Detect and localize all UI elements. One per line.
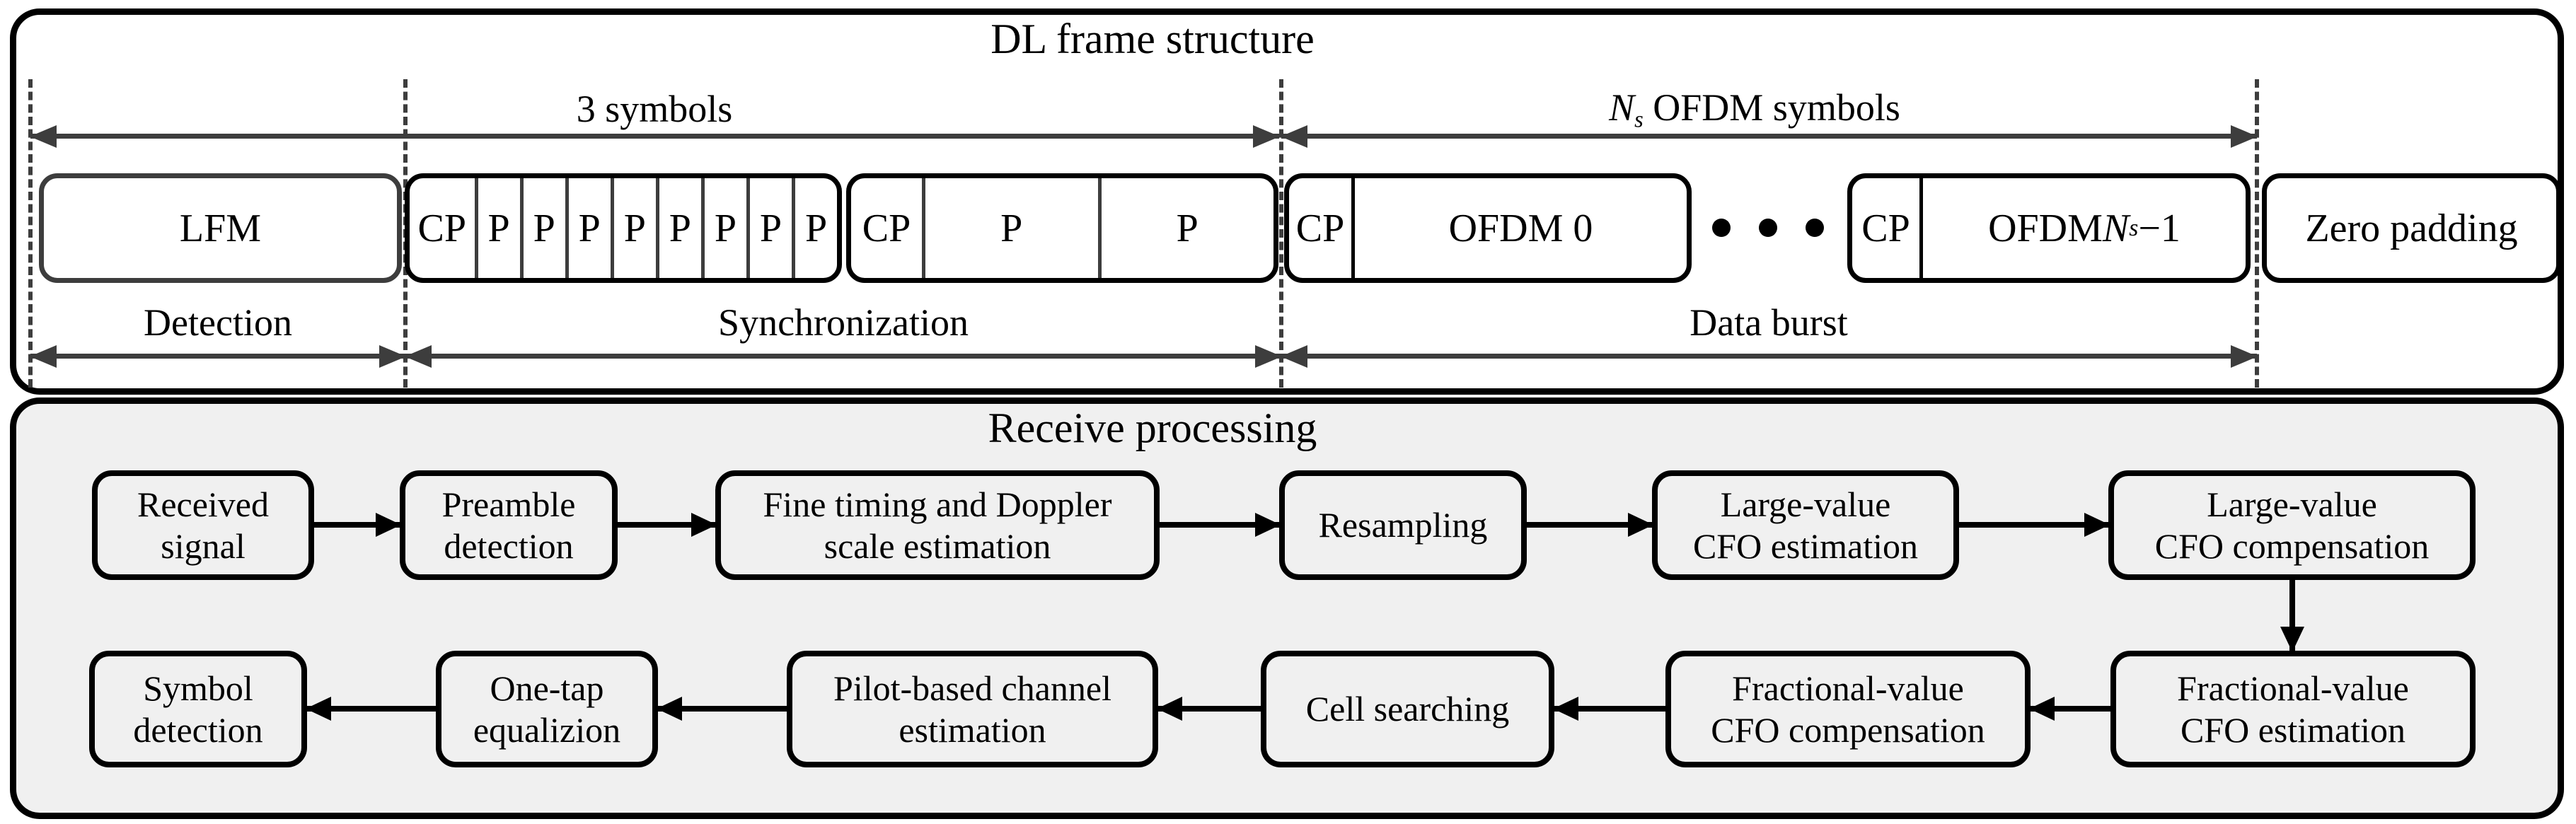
cell-ofdm-0: OFDM 0	[1351, 178, 1687, 278]
frame-block-preamble-2: CP P P	[846, 173, 1278, 283]
label-data-burst: Data burst	[1690, 301, 1848, 344]
cell-cp: CP	[862, 206, 911, 250]
cell-pilot: P	[610, 178, 656, 278]
ofdm-symbols-text: OFDM symbols	[1643, 86, 1900, 129]
flow-box-line: CFO estimation	[1692, 526, 1919, 566]
frame-boundary-dashed-line	[28, 79, 33, 388]
frame-block-lfm: LFM	[39, 173, 402, 283]
frame-boundary-dashed-line	[2255, 79, 2259, 388]
flow-arrow-down	[2289, 580, 2295, 651]
flow-box-line: Fractional-value	[1732, 668, 1964, 708]
cell-pilot: P	[746, 178, 792, 278]
dot-icon	[1806, 219, 1824, 237]
flow-box-line: estimation	[899, 709, 1046, 750]
flow-box-line: Symbol	[143, 668, 253, 708]
label-synchronization: Synchronization	[718, 301, 969, 344]
flow-box-line: CFO compensation	[1711, 709, 1985, 750]
flow-arrow-left	[307, 706, 436, 712]
flow-box-line: One-tap	[490, 668, 604, 708]
span-arrow-3-symbols	[30, 134, 1279, 139]
flow-arrow-left	[2031, 706, 2110, 712]
flow-box-line: Large-value	[2207, 484, 2377, 524]
flow-arrow-right	[1527, 522, 1652, 528]
cell-pilot: P	[700, 178, 746, 278]
ns-variable: N	[2102, 206, 2130, 250]
cell-cp: CP	[1861, 206, 1910, 250]
flow-arrow-right	[1959, 522, 2108, 528]
flow-box-fractional-cfo-compensation: Fractional-value CFO compensation	[1665, 651, 2031, 767]
flow-box-preamble-detection: Preamble detection	[400, 470, 618, 580]
flow-box-line: Fine timing and Doppler	[763, 484, 1112, 524]
frame-block-ofdm-0: CP OFDM 0	[1284, 173, 1692, 283]
cell-pilot: P	[565, 178, 611, 278]
ns-variable: N	[1609, 86, 1635, 129]
ns-subscript: s	[2129, 214, 2139, 241]
flow-arrow-right	[314, 522, 400, 528]
label-detection: Detection	[144, 301, 292, 344]
label-3-symbols: 3 symbols	[576, 88, 733, 130]
frame-section-title: DL frame structure	[990, 16, 1315, 62]
flow-box-line: Pilot-based channel	[833, 668, 1111, 708]
flow-box-resampling: Resampling	[1279, 470, 1527, 580]
cell-pilot: P	[1097, 178, 1274, 278]
flow-box-line: detection	[444, 526, 574, 566]
flow-box-fractional-cfo-estimation: Fractional-value CFO estimation	[2110, 651, 2476, 767]
cell-pilot: P	[922, 178, 1098, 278]
frame-block-zero-padding: Zero padding	[2262, 173, 2561, 283]
flow-box-cell-searching: Cell searching	[1261, 651, 1554, 767]
cell-cp: CP	[1295, 206, 1345, 250]
flow-box-line: scale estimation	[824, 526, 1051, 566]
span-arrow-ofdm-symbols	[1281, 134, 2257, 139]
flow-arrow-right	[1160, 522, 1279, 528]
dot-icon	[1759, 219, 1777, 237]
flow-box-large-cfo-compensation: Large-value CFO compensation	[2108, 470, 2476, 580]
flow-box-line: Fractional-value	[2177, 668, 2409, 708]
flow-arrow-left	[1158, 706, 1261, 712]
flow-box-line: Preamble	[441, 484, 576, 524]
flow-box-line: Resampling	[1318, 505, 1488, 545]
label-ns-ofdm-symbols: Ns OFDM symbols	[1609, 88, 1900, 132]
dot-icon	[1712, 219, 1731, 237]
ofdm-suffix: −1	[2138, 206, 2181, 250]
cell-cp: CP	[417, 206, 467, 250]
flow-box-fine-timing-doppler: Fine timing and Doppler scale estimation	[715, 470, 1160, 580]
cell-pilot: P	[655, 178, 701, 278]
span-arrow-synchronization	[405, 354, 1281, 359]
flow-box-large-cfo-estimation: Large-value CFO estimation	[1652, 470, 1959, 580]
flow-box-line: Cell searching	[1305, 689, 1510, 729]
flow-arrow-left	[658, 706, 787, 712]
ofdm-prefix: OFDM	[1988, 206, 2103, 250]
cell-pilot: P	[791, 178, 837, 278]
flow-box-pilot-channel-estimation: Pilot-based channel estimation	[787, 651, 1158, 767]
flow-arrow-left	[1554, 706, 1665, 712]
frame-boundary-dashed-line	[1279, 79, 1283, 388]
span-arrow-data-burst	[1281, 354, 2257, 359]
flow-box-line: signal	[161, 526, 246, 566]
span-arrow-detection	[30, 354, 405, 359]
cell-pilot: P	[474, 178, 520, 278]
flow-box-one-tap-equalization: One-tap equalizion	[436, 651, 658, 767]
flow-box-symbol-detection: Symbol detection	[89, 651, 307, 767]
flow-box-line: Received	[137, 484, 269, 524]
flow-box-line: CFO estimation	[2180, 709, 2406, 750]
flow-box-line: CFO compensation	[2154, 526, 2430, 566]
flow-box-line: Large-value	[1720, 484, 1891, 524]
flow-box-line: equalizion	[473, 709, 621, 750]
frame-block-preamble-1: CP P P P P P P P P	[405, 173, 842, 283]
flow-section-title: Receive processing	[988, 405, 1317, 451]
flow-arrow-right	[618, 522, 715, 528]
flow-box-received-signal: Received signal	[92, 470, 314, 580]
cell-pilot: P	[519, 178, 565, 278]
ns-subscript: s	[1634, 107, 1644, 133]
flow-box-line: detection	[133, 709, 263, 750]
